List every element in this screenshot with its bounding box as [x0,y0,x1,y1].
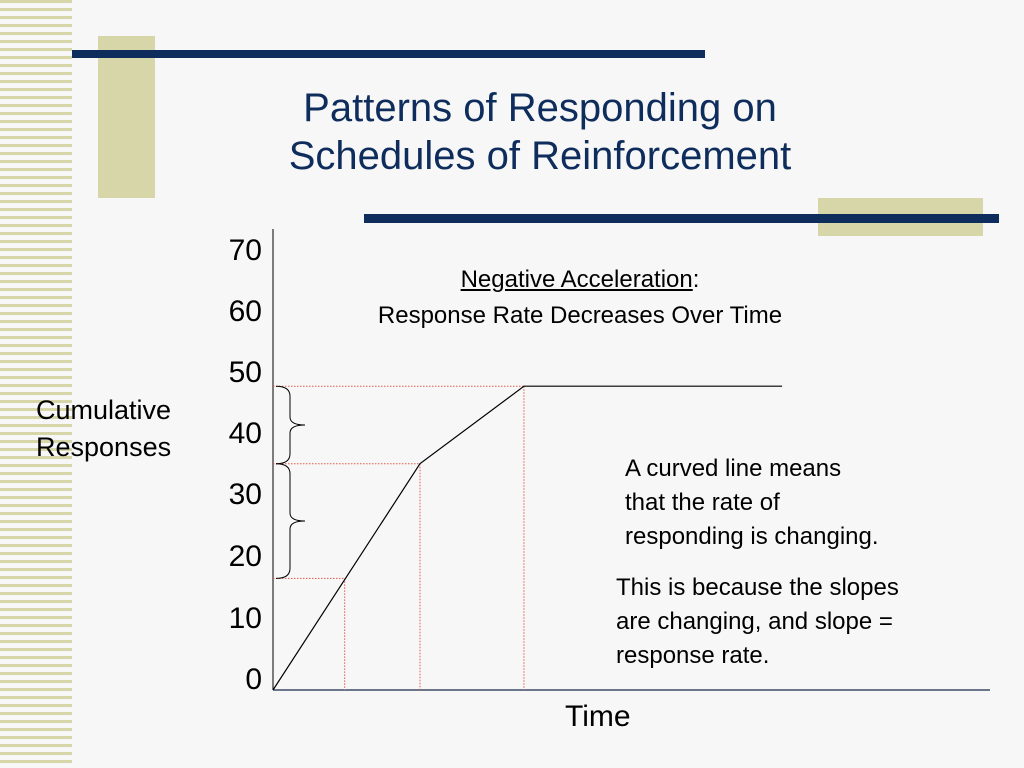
slope-note-line: This is because the slopes [616,574,899,601]
chart-heading-line-1: Negative Acceleration: [330,262,830,298]
curve-note-line: responding is changing. [625,523,879,550]
navy-rule-right [364,214,999,223]
slide-title-line-1: Patterns of Responding on [303,86,777,130]
khaki-block-top [98,36,155,198]
y-tick-label: 30 [228,478,262,511]
slide-title: Patterns of Responding on Schedules of R… [180,84,900,180]
y-tick-label: 50 [228,356,262,389]
curly-brace [275,463,306,579]
y-tick-label: 40 [228,417,262,450]
curve-note-line: that the rate of [625,489,780,516]
cumulative-response-line [272,385,783,691]
y-tick-label: 60 [228,295,262,328]
x-axis-label: Time [565,700,631,733]
slide-title-line-2: Schedules of Reinforcement [288,134,792,178]
navy-rule-top [72,50,705,58]
chart-heading-line-2: Response Rate Decreases Over Time [377,302,783,329]
curve-note: A curved line means that the rate of res… [625,452,879,554]
y-tick-label: 0 [245,663,262,696]
y-tick-label: 70 [228,234,262,267]
y-axis-label-line-2: Responses [36,432,172,462]
curly-brace [275,385,306,465]
y-tick-label: 20 [228,540,262,573]
chart-heading-underlined: Negative Acceleration [460,266,693,293]
y-axis-label: Cumulative Responses [36,392,171,466]
chart-heading-colon: : [692,266,700,293]
curve-note-line: A curved line means [625,455,842,482]
slope-note-line: response rate. [616,642,770,669]
y-tick-label: 10 [228,602,262,635]
chart-heading: Negative Acceleration: Response Rate Dec… [330,262,830,334]
slope-note: This is because the slopes are changing,… [616,571,899,673]
striped-margin-decoration [0,0,72,768]
slope-note-line: are changing, and slope = [616,608,893,635]
y-axis-label-line-1: Cumulative [36,395,172,425]
